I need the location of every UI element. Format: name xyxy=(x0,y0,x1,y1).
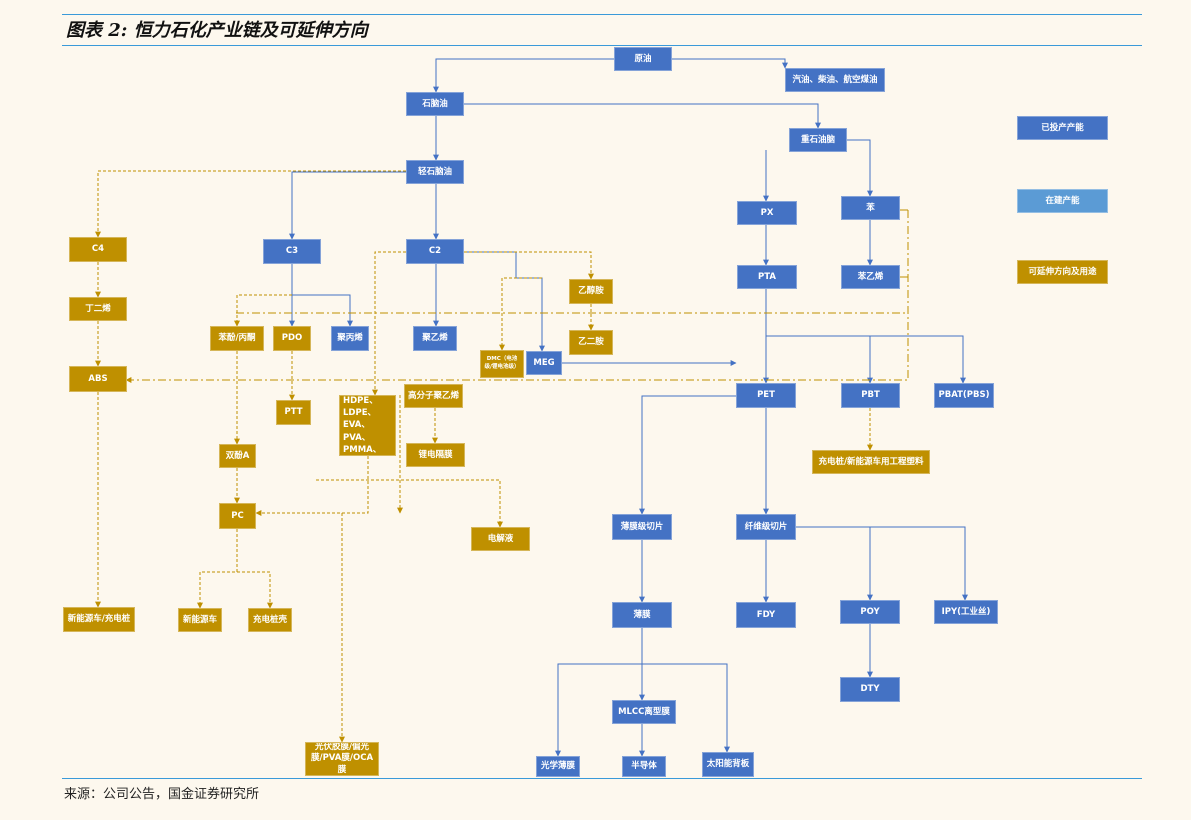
source-note: 来源：公司公告，国金证券研究所 xyxy=(64,787,260,802)
legend-operating: 已投产产能 xyxy=(1017,116,1108,140)
node-heavy-aromatics: 重石油脑 xyxy=(789,128,847,152)
node-c4: C4 xyxy=(69,237,127,262)
node-solar-backsheet: 太阳能背板 xyxy=(702,752,754,777)
node-styrene: 苯乙烯 xyxy=(841,265,900,289)
node-mlcc: MLCC离型膜 xyxy=(612,700,676,724)
node-fdy: FDY xyxy=(736,602,796,628)
node-electrolyte: 电解液 xyxy=(471,527,530,551)
node-poy: POY xyxy=(840,600,900,624)
node-charger-shell: 充电桩壳 xyxy=(248,608,292,632)
node-film: 薄膜 xyxy=(612,602,672,628)
node-fuels: 汽油、柴油、航空煤油 xyxy=(785,68,885,92)
node-ptt: PTT xyxy=(276,400,311,425)
node-pc: PC xyxy=(219,503,256,529)
node-pbat: PBAT(PBS) xyxy=(934,383,994,408)
node-polypropylene: 聚丙烯 xyxy=(331,326,369,351)
node-light-naphtha: 轻石脑油 xyxy=(406,160,464,184)
node-hmw-polyethylene: 高分子聚乙烯 xyxy=(404,384,463,408)
node-meg: MEG xyxy=(526,351,562,375)
node-c2: C2 xyxy=(406,239,464,264)
node-semiconductor: 半导体 xyxy=(622,756,666,777)
node-ethylenediamine: 乙二胺 xyxy=(569,330,613,355)
title-rule xyxy=(62,45,1142,46)
node-polyolefins: LLDPE、HDPE、LDPE、EVA、PVA、PMMA、PVC xyxy=(339,395,396,456)
node-pdo: PDO xyxy=(273,326,311,351)
node-dmc: DMC（电池级/锂电池级） xyxy=(480,350,524,378)
node-optical-film: 光学薄膜 xyxy=(536,756,580,777)
node-pet: PET xyxy=(736,383,796,408)
node-nev-charger: 新能源车/充电桩 xyxy=(63,607,135,632)
node-c3: C3 xyxy=(263,239,321,264)
node-ipy: IPY(工业丝) xyxy=(934,600,998,624)
node-benzene: 苯 xyxy=(841,196,900,220)
node-bisphenol-a: 双酚A xyxy=(219,444,256,468)
node-butadiene: 丁二烯 xyxy=(69,297,127,321)
node-engineering-plastics: 充电桩/新能源车用工程塑料 xyxy=(812,450,930,474)
node-abs: ABS xyxy=(69,366,127,392)
node-dty: DTY xyxy=(840,677,900,702)
node-crude-oil: 原油 xyxy=(614,47,672,71)
node-naphtha: 石脑油 xyxy=(406,92,464,116)
bottom-rule xyxy=(62,778,1142,779)
node-phenol-acetone: 苯酚/丙酮 xyxy=(210,326,264,351)
node-ethanolamine: 乙醇胺 xyxy=(569,279,613,304)
node-polyethylene: 聚乙烯 xyxy=(413,326,457,351)
node-pta: PTA xyxy=(737,265,797,289)
node-battery-separator: 锂电隔膜 xyxy=(406,443,465,467)
node-nev: 新能源车 xyxy=(178,608,222,632)
node-pbt: PBT xyxy=(841,383,900,408)
node-fiber-chips: 纤维级切片 xyxy=(736,514,796,540)
legend-extension: 可延伸方向及用途 xyxy=(1017,260,1108,284)
legend-building: 在建产能 xyxy=(1017,189,1108,213)
node-pv-films: 光伏胶膜/偏光膜/PVA膜/OCA膜 xyxy=(305,742,379,776)
top-rule xyxy=(62,14,1142,15)
node-film-chips: 薄膜级切片 xyxy=(612,514,672,540)
figure-title: 图表 2: 恒力石化产业链及可延伸方向 xyxy=(66,20,368,41)
node-px: PX xyxy=(737,201,797,225)
